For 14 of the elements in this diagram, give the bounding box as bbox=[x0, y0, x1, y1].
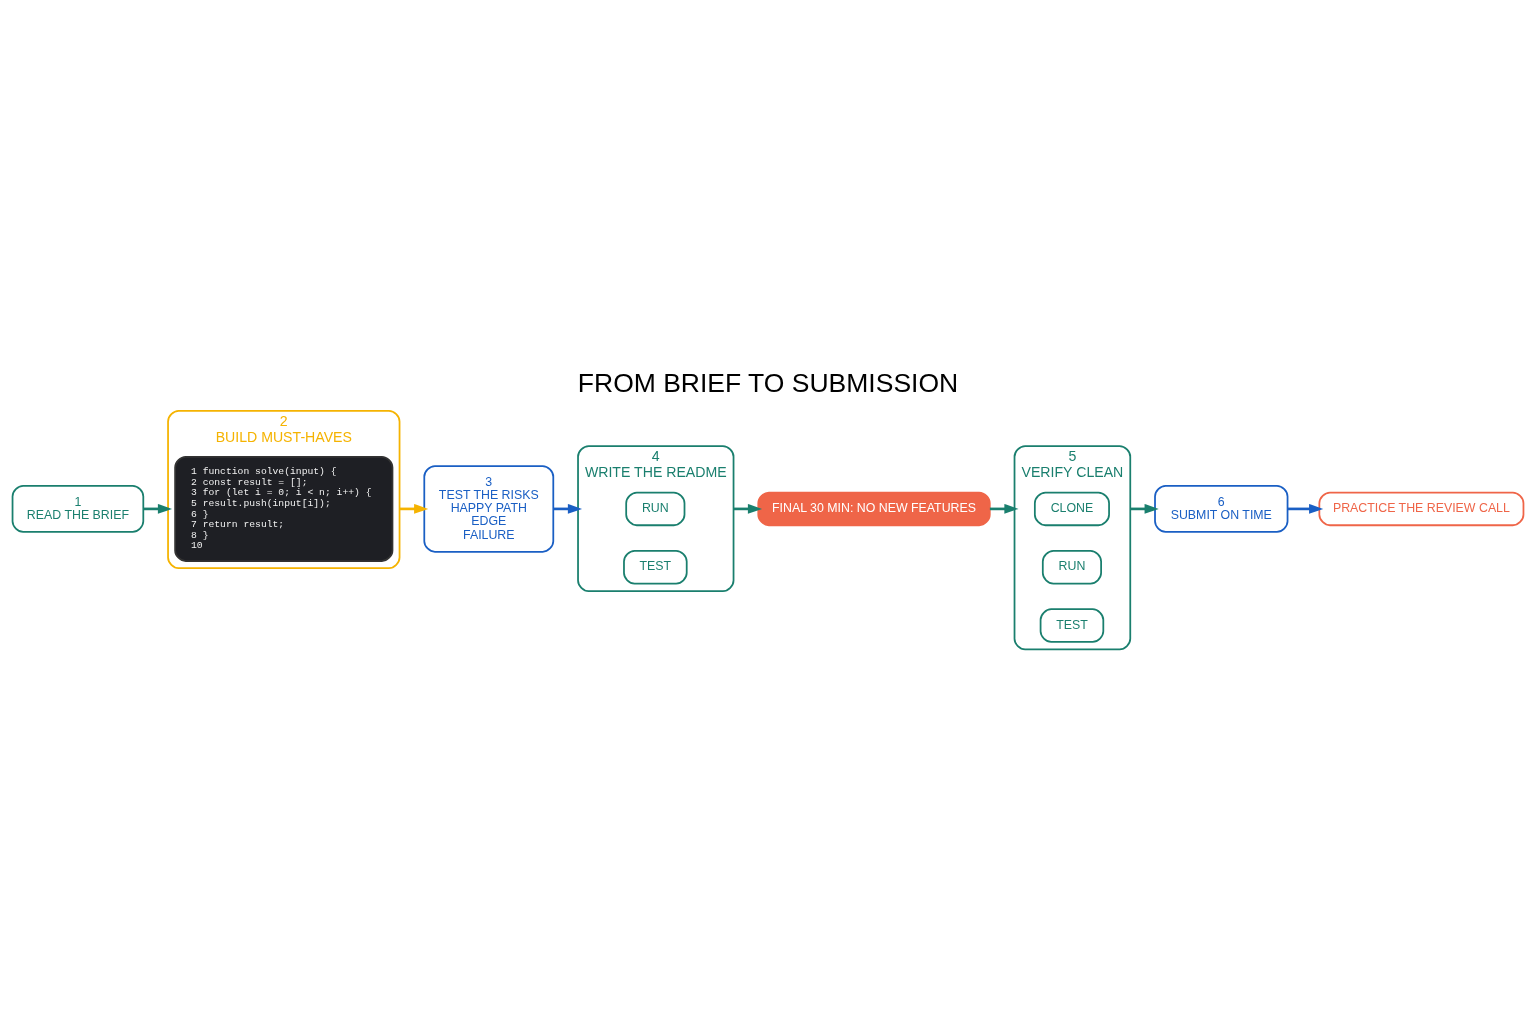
diagram-title: FROM BRIEF TO SUBMISSION bbox=[577, 368, 959, 399]
node-box: RUN bbox=[1041, 550, 1102, 585]
arrow bbox=[1287, 503, 1324, 514]
node-box: PRACTICE THE REVIEW CALL bbox=[1318, 491, 1525, 527]
node-box: TEST bbox=[1039, 608, 1105, 643]
node-box: CLONE bbox=[1033, 491, 1110, 527]
node-box: FINAL 30 MIN: NO NEW FEATURES bbox=[757, 491, 991, 527]
arrow bbox=[143, 503, 173, 514]
node-box: 1 READ THE BRIEF bbox=[11, 485, 145, 533]
node-box: 1 function solve(input) { 2 const result = []; 3 for (let i = 0; i < n; i++) { 5 result.push(input[i]); 6 } 7 return result; 8 } 10 bbox=[174, 455, 394, 562]
node-box: 3 TEST THE RISKS HAPPY PATH EDGE FAILURE bbox=[423, 465, 555, 553]
node-box: TEST bbox=[623, 550, 688, 585]
node-box: RUN bbox=[625, 491, 686, 527]
node-box: 6 SUBMIT ON TIME bbox=[1154, 485, 1289, 533]
